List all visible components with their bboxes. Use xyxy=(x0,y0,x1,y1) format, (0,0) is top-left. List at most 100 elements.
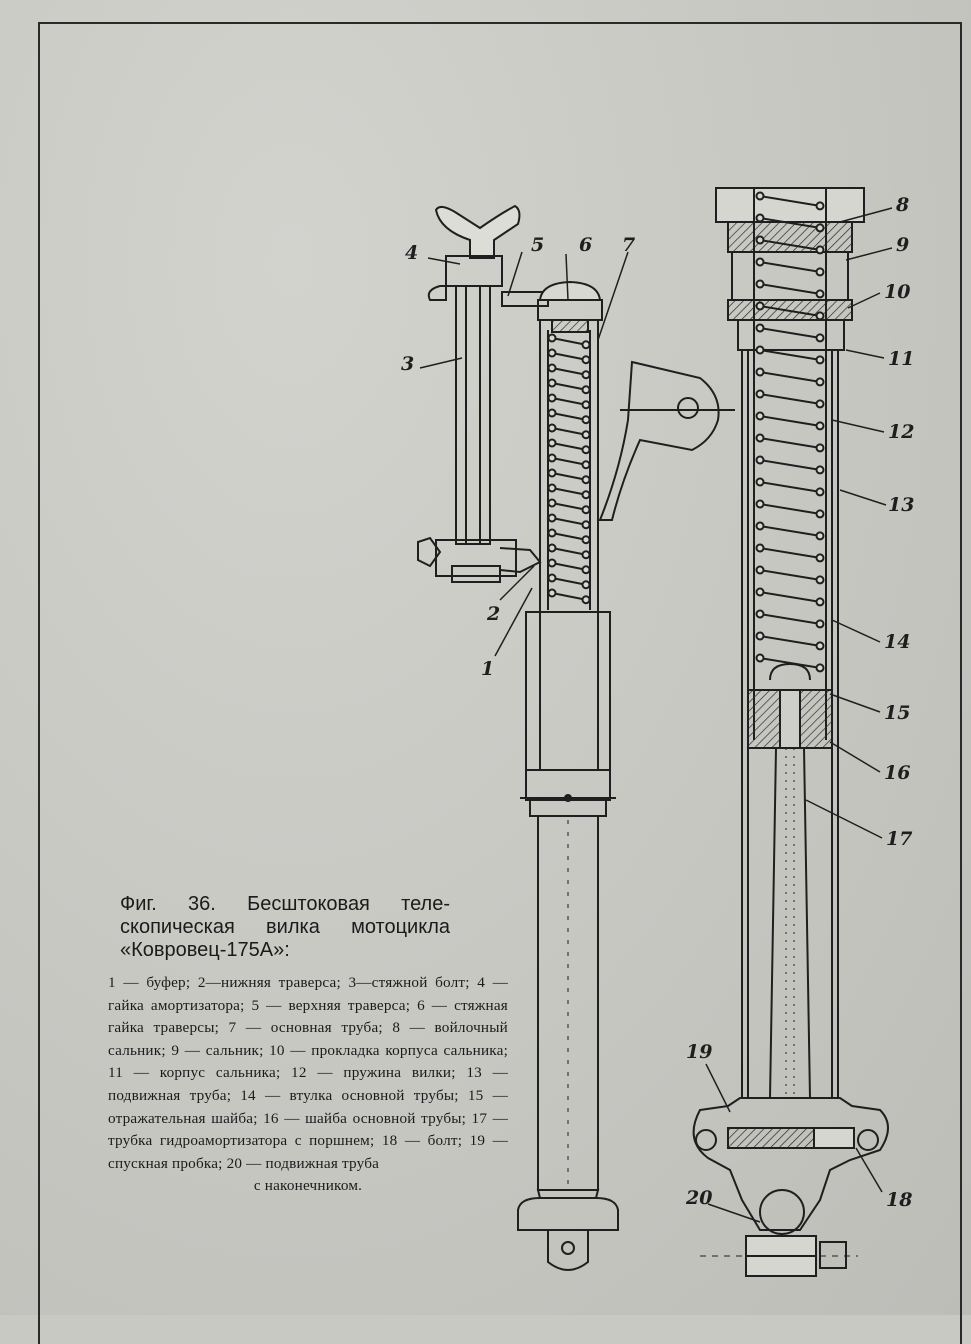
spring-coil-section xyxy=(815,553,825,563)
spring-coil-section xyxy=(755,587,765,597)
spring-coil xyxy=(759,371,821,383)
spring-coil xyxy=(759,481,821,493)
spring-coil xyxy=(759,569,821,581)
label-5: 5 xyxy=(531,234,545,256)
spring-coil xyxy=(551,487,587,496)
spring-coil xyxy=(551,532,587,541)
spring-coil xyxy=(759,349,821,361)
spring-coil-section xyxy=(815,333,825,343)
spring-coil xyxy=(759,305,821,317)
spring-coil-section xyxy=(547,468,557,478)
label-15: 15 xyxy=(884,702,911,724)
page-frame xyxy=(38,22,962,1344)
spring-coil xyxy=(551,352,587,361)
spring-coil-section xyxy=(547,408,557,418)
label-8: 8 xyxy=(896,194,910,216)
spring-coil-section xyxy=(581,565,591,575)
spring-coil-section xyxy=(755,653,765,663)
spring-coil-section xyxy=(755,499,765,509)
spring-coil-section xyxy=(547,483,557,493)
spring-coil-section xyxy=(547,393,557,403)
spring-coil-section xyxy=(547,348,557,358)
spring-coil-section xyxy=(581,550,591,560)
label-3: 3 xyxy=(401,353,415,375)
spring-coil xyxy=(551,562,587,571)
spring-coil-section xyxy=(815,575,825,585)
spring-coil xyxy=(759,415,821,427)
spring-coil xyxy=(551,502,587,511)
spring-coil xyxy=(759,327,821,339)
spring-coil-section xyxy=(815,597,825,607)
spring-coil xyxy=(551,367,587,376)
spring-coil-section xyxy=(547,333,557,343)
figure-caption-title: Фиг. 36. Бесштоковая теле­скопическая ви… xyxy=(120,893,450,961)
spring-coil-section xyxy=(755,367,765,377)
spring-coil-section xyxy=(755,455,765,465)
spring-coil-section xyxy=(581,400,591,410)
spring-coil xyxy=(759,503,821,515)
label-9: 9 xyxy=(896,234,910,256)
spring-coil-section xyxy=(547,543,557,553)
label-4: 4 xyxy=(405,242,419,264)
spring-coil-section xyxy=(755,279,765,289)
spring-coil-section xyxy=(755,477,765,487)
spring-coil xyxy=(759,591,821,603)
spring-coil-section xyxy=(815,619,825,629)
label-14: 14 xyxy=(884,631,911,653)
spring-coil-section xyxy=(755,301,765,311)
spring-coil xyxy=(551,412,587,421)
spring-coil-section xyxy=(755,257,765,267)
label-1: 1 xyxy=(481,658,495,680)
spring-coil xyxy=(759,239,821,251)
label-13: 13 xyxy=(888,494,915,516)
spring-coil-section xyxy=(815,663,825,673)
spring-coil-section xyxy=(581,595,591,605)
spring-coil xyxy=(551,592,587,601)
spring-coil-section xyxy=(755,609,765,619)
spring-coil-section xyxy=(755,389,765,399)
spring-coil xyxy=(551,517,587,526)
spring-coil xyxy=(759,525,821,537)
spring-coil-section xyxy=(755,565,765,575)
spring-coil-section xyxy=(815,355,825,365)
spring-coil xyxy=(759,195,821,207)
label-16: 16 xyxy=(884,762,911,784)
spring-coil-section xyxy=(815,201,825,211)
spring-coil xyxy=(551,337,587,346)
spring-coil-section xyxy=(547,528,557,538)
label-6: 6 xyxy=(579,234,593,256)
spring-coil xyxy=(759,283,821,295)
spring-coil-section xyxy=(815,311,825,321)
spring-coil xyxy=(551,472,587,481)
spring-coil-section xyxy=(581,580,591,590)
spring-coil-section xyxy=(547,588,557,598)
spring-coil-section xyxy=(547,513,557,523)
spring-coil-section xyxy=(581,505,591,515)
spring-coil-section xyxy=(815,641,825,651)
spring-coil xyxy=(759,657,821,669)
spring-coil-section xyxy=(815,509,825,519)
spring-coil xyxy=(759,635,821,647)
spring-coil-section xyxy=(547,453,557,463)
spring-coil-section xyxy=(815,531,825,541)
spring-coil xyxy=(551,547,587,556)
label-19: 19 xyxy=(686,1041,713,1063)
spring-coil-section xyxy=(547,558,557,568)
right-spring xyxy=(755,191,825,673)
figure-legend-text: 1 — буфер; 2—нижняя траверса; 3—стяжной … xyxy=(108,974,508,1172)
label-7: 7 xyxy=(622,234,636,256)
label-10: 10 xyxy=(884,281,911,303)
spring-coil-section xyxy=(547,363,557,373)
spring-coil-section xyxy=(815,421,825,431)
spring-coil xyxy=(551,397,587,406)
spring-coil-section xyxy=(581,415,591,425)
fork-drawing xyxy=(417,187,893,1277)
spring-coil-section xyxy=(581,445,591,455)
spring-coil xyxy=(759,459,821,471)
spring-coil-section xyxy=(755,345,765,355)
spring-coil-section xyxy=(755,213,765,223)
spring-coil-section xyxy=(547,423,557,433)
figure-caption-legend: 1 — буфер; 2—нижняя траверса; 3—стяжной … xyxy=(108,972,508,1198)
label-20: 20 xyxy=(686,1187,713,1209)
spring-coil xyxy=(759,613,821,625)
